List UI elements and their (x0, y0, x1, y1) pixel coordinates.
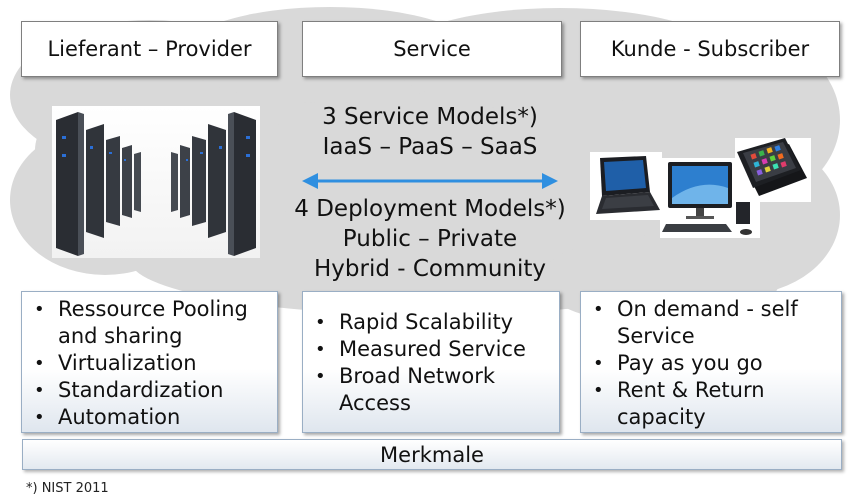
list-item: Virtualization (34, 350, 271, 377)
list-item: Ressource Pooling and sharing (34, 296, 271, 350)
subscriber-header: Kunde - Subscriber (580, 21, 840, 77)
netbook-image (590, 152, 662, 220)
provider-features: Ressource Pooling and sharing Virtualiza… (21, 291, 278, 433)
list-item: On demand - self Service (593, 296, 835, 350)
list-item: Standardization (34, 377, 271, 404)
list-item: Measured Service (315, 336, 553, 363)
footnote: *) NIST 2011 (26, 481, 109, 496)
subscriber-header-label: Kunde - Subscriber (610, 37, 810, 61)
merkmale-bar: Merkmale (22, 439, 842, 470)
service-models-list: IaaS – PaaS – SaaS (322, 134, 538, 160)
list-item: Automation (34, 404, 271, 431)
list-item: Rent & Return capacity (593, 377, 835, 431)
service-features: Rapid Scalability Measured Service Broad… (302, 291, 560, 433)
list-item: Broad Network Access (315, 363, 553, 417)
subscriber-features: On demand - self Service Pay as you go R… (580, 291, 842, 433)
server-racks-image (52, 106, 260, 258)
provider-header: Lieferant – Provider (21, 21, 278, 77)
deployment-models-title: 4 Deployment Models*) (294, 196, 566, 222)
provider-header-label: Lieferant – Provider (47, 37, 252, 61)
service-models-title: 3 Service Models*) (322, 104, 538, 130)
deployment-models-line2: Hybrid - Community (314, 256, 546, 282)
double-arrow-icon (302, 173, 558, 189)
merkmale-label: Merkmale (380, 442, 484, 467)
deployment-models-line1: Public – Private (342, 226, 518, 252)
service-header-label: Service (393, 37, 471, 61)
service-header: Service (302, 21, 562, 77)
list-item: Rapid Scalability (315, 309, 553, 336)
list-item: Pay as you go (593, 350, 835, 377)
smartphones-image (735, 138, 811, 202)
